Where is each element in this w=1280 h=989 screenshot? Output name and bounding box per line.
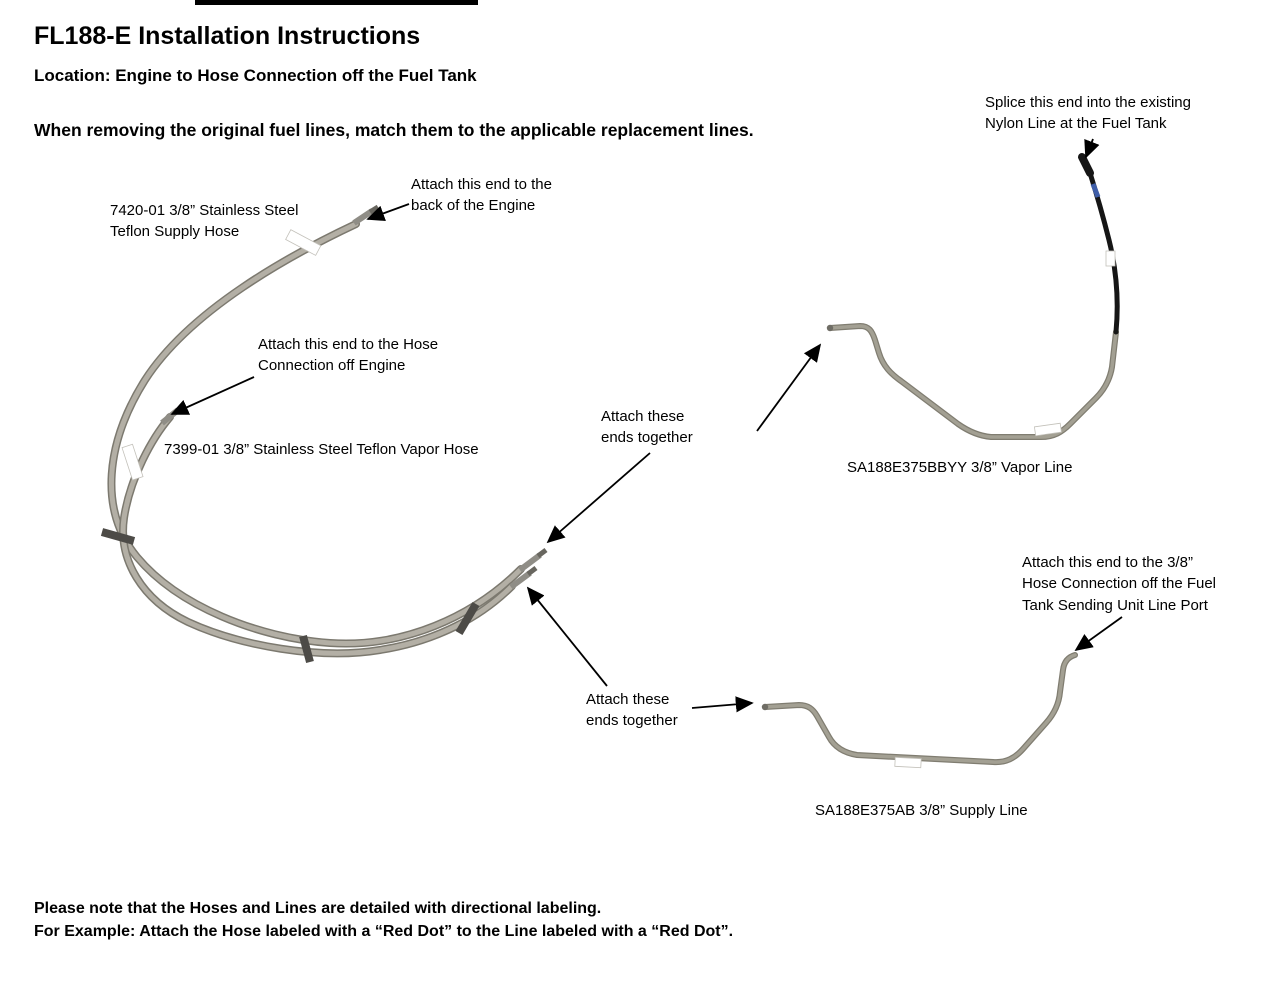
part-label-vapor-line: SA188E375BBYY 3/8” Vapor Line [847, 459, 1073, 476]
instruction-text: When removing the original fuel lines, m… [34, 120, 754, 140]
hose-clamp [299, 634, 314, 664]
callout-attach-fuel-tank: Attach this end to the 3/8” Hose Connect… [1022, 554, 1217, 614]
direction-tag [1105, 250, 1116, 267]
direction-tag [121, 443, 144, 481]
vapor-line-open-end [826, 324, 834, 332]
vapor-hose-union-fitting [509, 570, 532, 590]
hose-clamp [455, 601, 480, 636]
blue-band [1090, 183, 1101, 198]
callout-attach-ends-together-top: Attach these ends together [601, 408, 693, 447]
supply-hose-union-fitting [518, 552, 542, 573]
engine-back-fitting-tip [368, 204, 380, 215]
vapor-hose-union-tip [526, 566, 538, 576]
callout-splice-nylon: Splice this end into the existing Nylon … [985, 94, 1191, 133]
arrow-to-supply-line-end [691, 696, 754, 713]
engine-hose-connection-fitting [160, 407, 180, 426]
hose-clamp [100, 528, 136, 545]
arrow-to-supply-hose-union [526, 586, 608, 687]
hose-assembly-graphic [100, 204, 548, 664]
arrow-to-vapor-line-end [756, 343, 822, 432]
part-label-supply-hose: 7420-01 3/8” Stainless Steel Teflon Supp… [110, 202, 299, 241]
callout-attach-engine-back: Attach this end to the back of the Engin… [411, 176, 552, 215]
cropped-header-bar [195, 0, 478, 5]
arrow-to-engine-hose-connection [170, 376, 255, 415]
callout-attach-hose-connection: Attach this end to the Hose Connection o… [258, 336, 439, 375]
supply-line-open-end [761, 703, 769, 711]
location-subtitle: Location: Engine to Hose Connection off … [34, 66, 477, 85]
footer-note-directional-labeling: Please note that the Hoses and Lines are… [34, 900, 602, 917]
direction-tag [894, 756, 922, 769]
part-label-vapor-hose: 7399-01 3/8” Stainless Steel Teflon Vapo… [164, 441, 479, 458]
callout-attach-ends-together-bottom: Attach these ends together [586, 691, 678, 730]
vapor-line-graphic [826, 153, 1120, 440]
part-label-supply-line: SA188E375AB 3/8” Supply Line [815, 802, 1028, 819]
engine-back-fitting [352, 208, 374, 226]
direction-tag [1033, 422, 1062, 437]
page-title: FL188-E Installation Instructions [34, 22, 421, 50]
nylon-splice-fitting [1078, 153, 1094, 177]
arrow-to-nylon-splice-end [1084, 138, 1100, 159]
arrow-to-vapor-hose-union [546, 452, 651, 544]
footer-note-red-dot-example: For Example: Attach the Hose labeled wit… [34, 923, 734, 940]
arrow-to-engine-back-fitting [366, 203, 410, 222]
supply-hose-union-tip [536, 548, 548, 558]
arrow-to-fuel-tank-end [1074, 616, 1123, 652]
supply-line-graphic [761, 652, 1078, 769]
